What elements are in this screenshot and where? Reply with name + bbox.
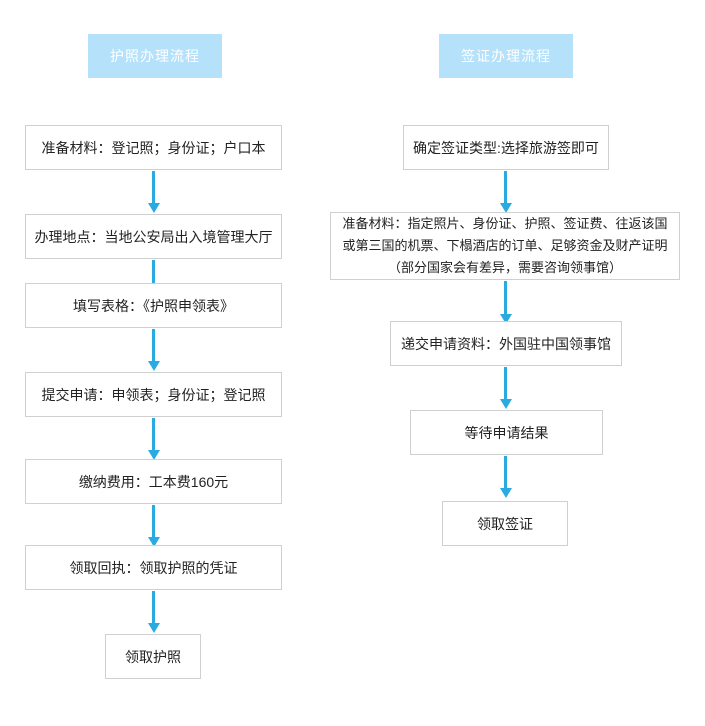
visa-step-2-line-1: 准备材料：指定照片、身份证、护照、签证费、往返该国 bbox=[342, 216, 668, 231]
passport-flow-header: 护照办理流程 bbox=[88, 34, 222, 78]
passport-step-6: 领取回执：领取护照的凭证 bbox=[25, 545, 282, 590]
visa-flow-header: 签证办理流程 bbox=[439, 34, 573, 78]
visa-step-3: 递交申请资料：外国驻中国领事馆 bbox=[390, 321, 622, 366]
passport-step-4-line-1: 提交申请：申领表；身份证；登记照 bbox=[41, 386, 266, 403]
passport-step-4: 提交申请：申领表；身份证；登记照 bbox=[25, 372, 282, 417]
visa-step-4: 等待申请结果 bbox=[410, 410, 603, 455]
visa-arrow-3 bbox=[504, 367, 507, 400]
visa-step-2-line-2: 或第三国的机票、下榻酒店的订单、足够资金及财产证明 bbox=[342, 238, 668, 253]
passport-arrow-3 bbox=[152, 329, 155, 362]
passport-step-3-line-1: 填写表格：《护照申领表》 bbox=[73, 297, 234, 314]
visa-arrow-1 bbox=[504, 171, 507, 204]
passport-arrow-1 bbox=[152, 171, 155, 204]
visa-step-2-line-3: （部分国家会有差异，需要咨询领事馆） bbox=[387, 260, 622, 275]
passport-flow-header-label: 护照办理流程 bbox=[110, 48, 200, 64]
passport-step-3: 填写表格：《护照申领表》 bbox=[25, 283, 282, 328]
visa-flow-header-label: 签证办理流程 bbox=[461, 48, 551, 64]
passport-step-1-line-1: 准备材料：登记照；身份证；户口本 bbox=[41, 139, 266, 156]
passport-step-1: 准备材料：登记照；身份证；户口本 bbox=[25, 125, 282, 170]
passport-step-2: 办理地点：当地公安局出入境管理大厅 bbox=[25, 214, 282, 259]
visa-step-5-line-1: 领取签证 bbox=[477, 515, 533, 532]
visa-arrow-2 bbox=[504, 281, 507, 315]
visa-step-1: 确定签证类型:选择旅游签即可 bbox=[403, 125, 609, 170]
passport-step-7-line-1: 领取护照 bbox=[125, 648, 181, 665]
passport-arrow-2 bbox=[152, 260, 155, 293]
visa-step-1-line-1: 确定签证类型:选择旅游签即可 bbox=[413, 139, 599, 156]
passport-arrow-5 bbox=[152, 505, 155, 538]
passport-step-5: 缴纳费用：工本费160元 bbox=[25, 459, 282, 504]
passport-step-7: 领取护照 bbox=[105, 634, 201, 679]
passport-step-2-line-1: 办理地点：当地公安局出入境管理大厅 bbox=[34, 228, 273, 245]
visa-arrow-4 bbox=[504, 456, 507, 489]
passport-step-6-line-1: 领取回执：领取护照的凭证 bbox=[69, 559, 238, 576]
passport-arrow-6 bbox=[152, 591, 155, 624]
visa-step-4-line-1: 等待申请结果 bbox=[464, 424, 549, 441]
visa-step-5: 领取签证 bbox=[442, 501, 568, 546]
passport-step-5-line-1: 缴纳费用：工本费160元 bbox=[78, 473, 229, 490]
passport-arrow-4 bbox=[152, 418, 155, 451]
visa-step-3-line-1: 递交申请资料：外国驻中国领事馆 bbox=[401, 335, 611, 352]
visa-step-2: 准备材料：指定照片、身份证、护照、签证费、往返该国 或第三国的机票、下榻酒店的订… bbox=[330, 212, 680, 280]
